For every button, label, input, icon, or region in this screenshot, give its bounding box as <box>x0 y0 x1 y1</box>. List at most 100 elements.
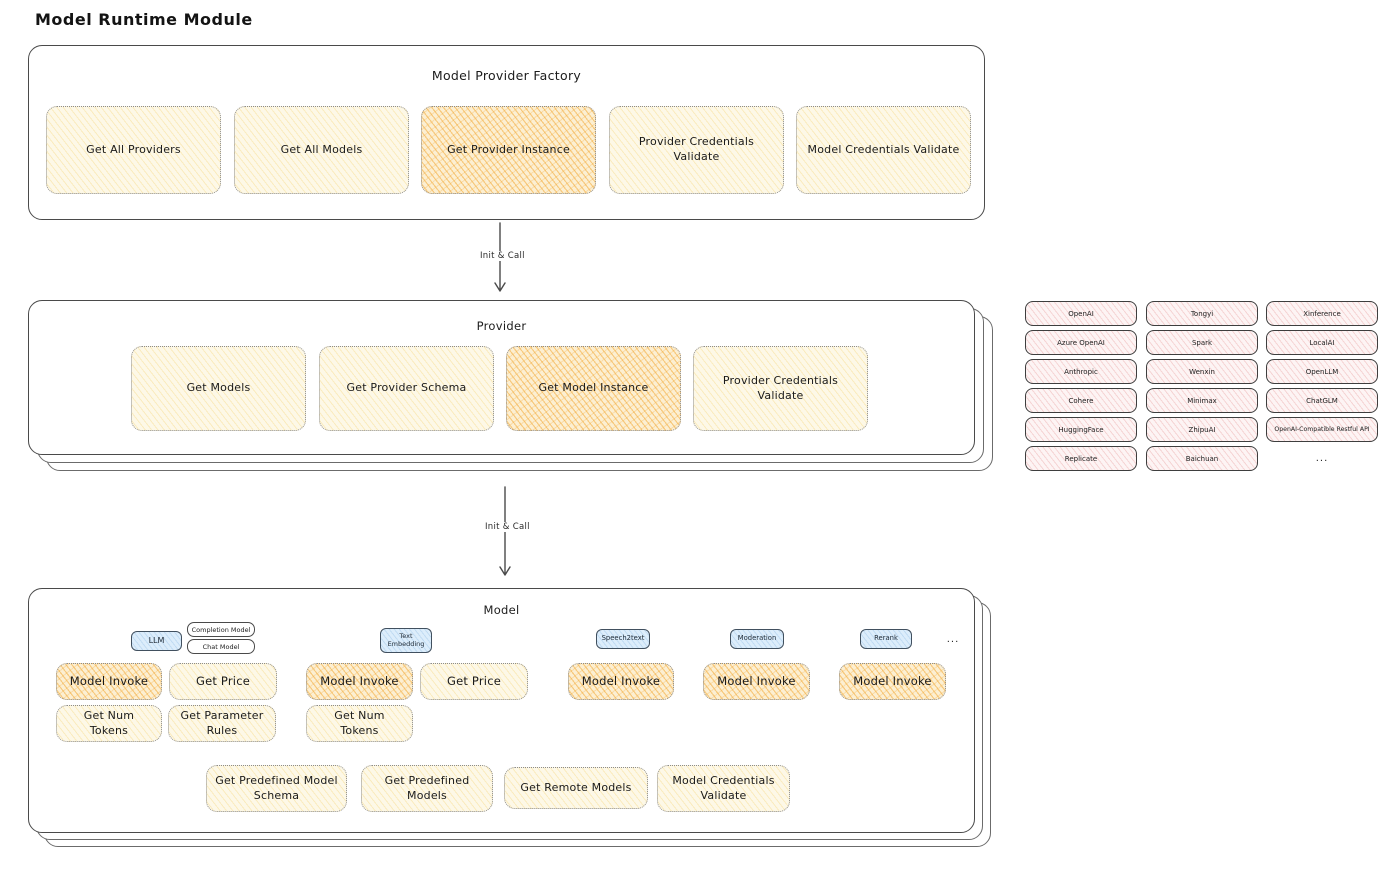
chip-label: OpenAI-Compatible Restful API <box>1274 426 1370 433</box>
node-llm-get-num-tokens: Get Num Tokens <box>56 705 162 742</box>
node-label: Get Price <box>195 673 250 688</box>
node-label: Get Remote Models <box>520 780 632 794</box>
tag-label: Moderation <box>737 634 777 643</box>
tag-label: Speech2text <box>601 634 645 643</box>
node-label: Model Credentials Validate <box>672 773 775 802</box>
provider-chip-more: ... <box>1315 453 1329 464</box>
init-call-arrow-2 <box>499 486 511 576</box>
provider-chip-azure-openai: Azure OpenAI <box>1025 330 1137 355</box>
provider-chip-chatglm: ChatGLM <box>1266 388 1378 413</box>
tag-moderation: Moderation <box>730 629 784 649</box>
provider-chip-anthropic: Anthropic <box>1025 359 1137 384</box>
node-provider-credentials-validate-2: Provider Credentials Validate <box>693 346 868 431</box>
provider-chip-localai: LocalAI <box>1266 330 1378 355</box>
node-label: Get Models <box>186 381 251 395</box>
node-get-remote-models: Get Remote Models <box>504 767 648 809</box>
node-label: Model Invoke <box>581 673 661 688</box>
node-llm-get-price: Get Price <box>169 663 277 700</box>
node-moderation-model-invoke: Model Invoke <box>703 663 810 700</box>
provider-chip-tongyi: Tongyi <box>1146 301 1258 326</box>
tag-chat-model: Chat Model <box>187 639 255 654</box>
chip-label: Replicate <box>1064 454 1098 463</box>
chip-label: ChatGLM <box>1306 396 1338 405</box>
chip-label: Baichuan <box>1185 454 1219 463</box>
node-get-provider-schema: Get Provider Schema <box>319 346 494 431</box>
node-embedding-model-invoke: Model Invoke <box>306 663 413 700</box>
chip-label: Cohere <box>1068 396 1094 405</box>
tag-llm: LLM <box>131 631 182 651</box>
provider-box: Provider Get Models Get Provider Schema … <box>28 300 975 455</box>
tag-label: Completion Model <box>191 625 251 634</box>
chip-label: Wenxin <box>1189 367 1215 376</box>
node-label: Get Num Tokens <box>334 708 385 737</box>
node-label: Get Price <box>446 673 501 688</box>
node-label: Get Predefined Models <box>384 773 470 802</box>
node-label: Provider Credentials Validate <box>638 135 755 163</box>
provider-chip-zhipuai: ZhipuAI <box>1146 417 1258 442</box>
model-provider-factory-box: Model Provider Factory Get All Providers… <box>28 45 985 220</box>
node-model-credentials-validate-2: Model Credentials Validate <box>657 765 790 812</box>
provider-chip-spark: Spark <box>1146 330 1258 355</box>
node-llm-get-parameter-rules: Get Parameter Rules <box>168 705 276 742</box>
chip-label: OpenAI <box>1068 309 1094 318</box>
node-label: Model Invoke <box>853 673 932 688</box>
chip-label: HuggingFace <box>1058 425 1104 434</box>
node-get-model-instance: Get Model Instance <box>506 346 681 431</box>
provider-chip-openai-compatible: OpenAI-Compatible Restful API <box>1266 417 1378 442</box>
chip-label: ZhipuAI <box>1188 425 1216 434</box>
tag-label: Text Embedding <box>387 632 425 648</box>
tag-more: ... <box>946 633 960 645</box>
provider-chip-minimax: Minimax <box>1146 388 1258 413</box>
node-llm-model-invoke: Model Invoke <box>56 663 162 700</box>
node-label: Get Provider Schema <box>346 381 467 395</box>
provider-chip-openai: OpenAI <box>1025 301 1137 326</box>
chip-label: Tongyi <box>1190 309 1214 318</box>
node-label: Get Num Tokens <box>83 708 135 737</box>
factory-title: Model Provider Factory <box>431 68 582 83</box>
provider-chip-cohere: Cohere <box>1025 388 1137 413</box>
tag-speech2text: Speech2text <box>596 629 650 649</box>
chip-label: Spark <box>1191 338 1213 347</box>
node-get-all-models: Get All Models <box>234 106 409 194</box>
node-speech2text-model-invoke: Model Invoke <box>568 663 674 700</box>
node-label: Get Provider Instance <box>447 142 570 156</box>
tag-label: LLM <box>148 636 165 646</box>
provider-title: Provider <box>476 319 527 333</box>
node-rerank-model-invoke: Model Invoke <box>839 663 946 700</box>
node-label: Model Invoke <box>717 673 796 688</box>
node-label: Get Predefined Model Schema <box>215 773 338 802</box>
page-title: Model Runtime Module <box>35 10 253 29</box>
node-label: Provider Credentials Validate <box>722 373 839 402</box>
chip-label: OpenLLM <box>1305 367 1339 376</box>
provider-chip-huggingface: HuggingFace <box>1025 417 1137 442</box>
node-label: Model Credentials Validate <box>807 142 960 156</box>
node-get-predefined-model-schema: Get Predefined Model Schema <box>206 765 347 812</box>
provider-chip-openllm: OpenLLM <box>1266 359 1378 384</box>
node-label: Get Model Instance <box>538 381 649 395</box>
tag-label: Chat Model <box>202 642 240 651</box>
chip-label: Anthropic <box>1064 367 1098 376</box>
init-call-label-2: Init & Call <box>482 522 533 532</box>
node-label: Get All Providers <box>86 142 181 156</box>
node-embedding-get-num-tokens: Get Num Tokens <box>306 705 413 742</box>
provider-chip-wenxin: Wenxin <box>1146 359 1258 384</box>
node-get-models: Get Models <box>131 346 306 431</box>
node-provider-credentials-validate: Provider Credentials Validate <box>609 106 784 194</box>
node-label: Get All Models <box>280 142 363 156</box>
tag-label: Rerank <box>874 634 898 643</box>
chip-label: LocalAI <box>1309 338 1335 347</box>
node-label: Model Invoke <box>69 673 149 688</box>
node-label: Model Invoke <box>320 673 399 688</box>
chip-label: Azure OpenAI <box>1057 338 1105 347</box>
chip-label: Minimax <box>1187 396 1217 405</box>
model-title: Model <box>483 603 520 617</box>
provider-chip-replicate: Replicate <box>1025 446 1137 471</box>
tag-rerank: Rerank <box>860 629 912 649</box>
init-call-label-1: Init & Call <box>477 251 528 261</box>
model-box: Model LLM Completion Model Chat Model Te… <box>28 588 975 833</box>
node-model-credentials-validate: Model Credentials Validate <box>796 106 971 194</box>
node-get-all-providers: Get All Providers <box>46 106 221 194</box>
tag-completion-model: Completion Model <box>187 622 255 637</box>
chip-label: Xinference <box>1303 309 1341 318</box>
